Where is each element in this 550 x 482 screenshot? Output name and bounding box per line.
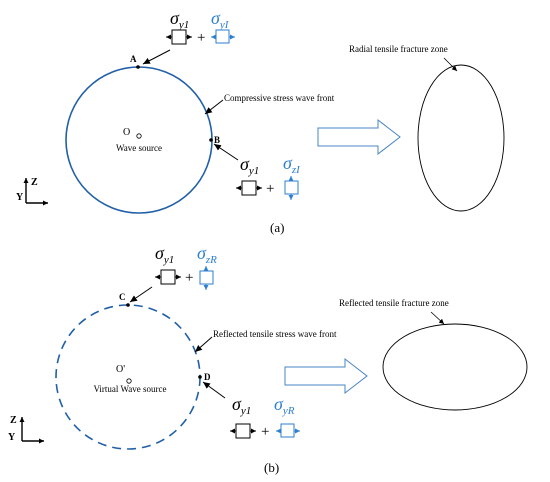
- sigma-zr-label: σzR: [197, 243, 217, 266]
- stress-element-black-a-b: [236, 180, 262, 196]
- sigma-y1-label-b-top: σy1: [155, 243, 174, 266]
- stress-element-blue-b-top: [199, 266, 214, 290]
- reflected-wave-front-label: Reflected tensile stress wave front: [213, 329, 337, 339]
- pointer-arrow-b: [213, 143, 239, 161]
- stress-element-black-b-d: [230, 423, 256, 439]
- center-o-label: O: [123, 127, 130, 138]
- compressive-wave-front-label: Compressive stress wave front: [224, 93, 335, 103]
- pointer-arrow-reflected-zone: [430, 311, 445, 325]
- point-c-dot: [126, 303, 130, 307]
- sigma-y1-label-b-d: σy1: [232, 394, 251, 417]
- axis-y-label-b: Y: [8, 432, 16, 443]
- sigma-yi-label: σyI: [211, 8, 230, 31]
- radial-fracture-ellipse: [417, 64, 505, 212]
- pointer-arrow-wave-front: [204, 99, 224, 115]
- virtual-source-marker: [126, 378, 132, 384]
- axis-z-label-a: Z: [31, 177, 38, 188]
- virtual-source-label: Virtual Wave source: [93, 384, 166, 394]
- transition-arrow-b: [284, 357, 368, 395]
- axis-y-label-a: Y: [16, 192, 24, 203]
- reflected-wave-circle: [55, 304, 201, 450]
- sigma-y1-label-a-b: σy1: [240, 154, 259, 177]
- radial-fracture-label: Radial tensile fracture zone: [349, 44, 448, 54]
- stress-element-blue-a-b: [284, 176, 299, 200]
- point-b-dot: [209, 138, 213, 142]
- sigma-y1-label-a-top: σy1: [170, 8, 189, 31]
- axis-indicator-a: Z Y: [16, 177, 48, 206]
- panel-b: σy1 σzR + C D O' Virtual Wave source Ref…: [8, 243, 528, 475]
- plus-sign-b-d: +: [261, 424, 269, 440]
- pointer-arrow-reflected-front: [194, 336, 213, 353]
- panel-a: σy1 σyI + A B O Wave source Compr: [16, 8, 505, 235]
- sigma-zi-label: σzI: [283, 153, 301, 176]
- point-b-label: B: [214, 135, 220, 145]
- pointer-arrow-a: [142, 49, 171, 65]
- axis-indicator-b: Z Y: [8, 415, 44, 444]
- stress-element-black-a-top: [166, 29, 192, 45]
- stress-element-black-b-top: [155, 269, 181, 285]
- wave-source-label: Wave source: [116, 143, 162, 153]
- plus-sign-b-top: +: [185, 270, 193, 286]
- point-d-label: D: [204, 372, 211, 382]
- transition-arrow-a: [317, 118, 401, 156]
- stress-element-blue-a-top: [211, 29, 235, 44]
- point-a-dot: [136, 65, 140, 69]
- stress-element-blue-b-d: [276, 423, 300, 438]
- plus-sign-a-top: +: [197, 30, 205, 46]
- pointer-arrow-d: [202, 381, 226, 399]
- point-c-label: C: [119, 292, 126, 302]
- point-d-dot: [198, 375, 202, 379]
- reflected-fracture-ellipse: [382, 323, 528, 411]
- axis-z-label-b: Z: [10, 415, 17, 426]
- point-a-label: A: [130, 54, 137, 64]
- sigma-yr-label: σyR: [274, 394, 295, 417]
- center-o-prime-label: O': [116, 364, 125, 375]
- pointer-arrow-radial-zone: [443, 57, 458, 72]
- reflected-fracture-label: Reflected tensile fracture zone: [339, 298, 449, 308]
- wave-source-marker: [136, 133, 142, 139]
- pointer-arrow-c: [129, 286, 153, 303]
- compressive-wave-circle: [65, 66, 213, 214]
- plus-sign-a-b: +: [266, 181, 274, 197]
- caption-b: (b): [264, 460, 279, 475]
- caption-a: (a): [270, 220, 284, 235]
